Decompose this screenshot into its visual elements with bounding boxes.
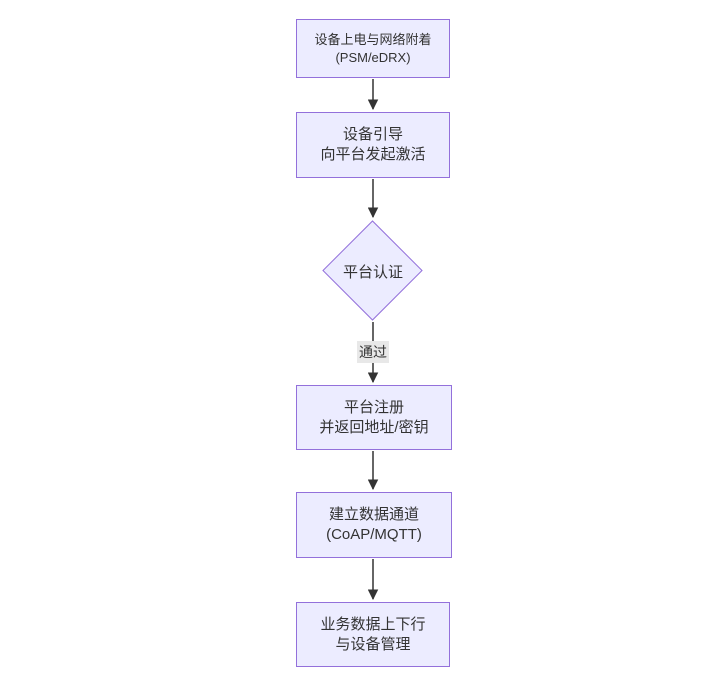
node-device-power-attach: 设备上电与网络附着 (PSM/eDRX) [296, 19, 450, 78]
node-platform-register: 平台注册 并返回地址/密钥 [296, 385, 452, 450]
node-text-line: 并返回地址/密钥 [319, 418, 429, 436]
node-text-line: 向平台发起激活 [320, 146, 426, 163]
edge-label-pass: 通过 [357, 341, 389, 363]
node-text-line: 平台注册 [343, 398, 404, 416]
node-text-line: 与设备管理 [335, 635, 411, 653]
node-business-data: 业务数据上下行 与设备管理 [296, 602, 450, 667]
node-text-line: 平台认证 [342, 263, 403, 281]
node-text-line: (CoAP/MQTT) [326, 526, 422, 543]
node-text-line: 设备引导 [342, 126, 403, 143]
node-platform-auth-decision: 平台认证 [322, 220, 424, 322]
node-text-line: 建立数据通道 [328, 506, 419, 523]
node-text-line: 设备上电与网络附着 [314, 31, 432, 47]
node-device-bootstrap: 设备引导 向平台发起激活 [296, 112, 450, 178]
node-text-line: 业务数据上下行 [320, 615, 426, 633]
node-text-line: (PSM/eDRX) [335, 49, 411, 65]
node-data-channel: 建立数据通道 (CoAP/MQTT) [296, 492, 452, 558]
